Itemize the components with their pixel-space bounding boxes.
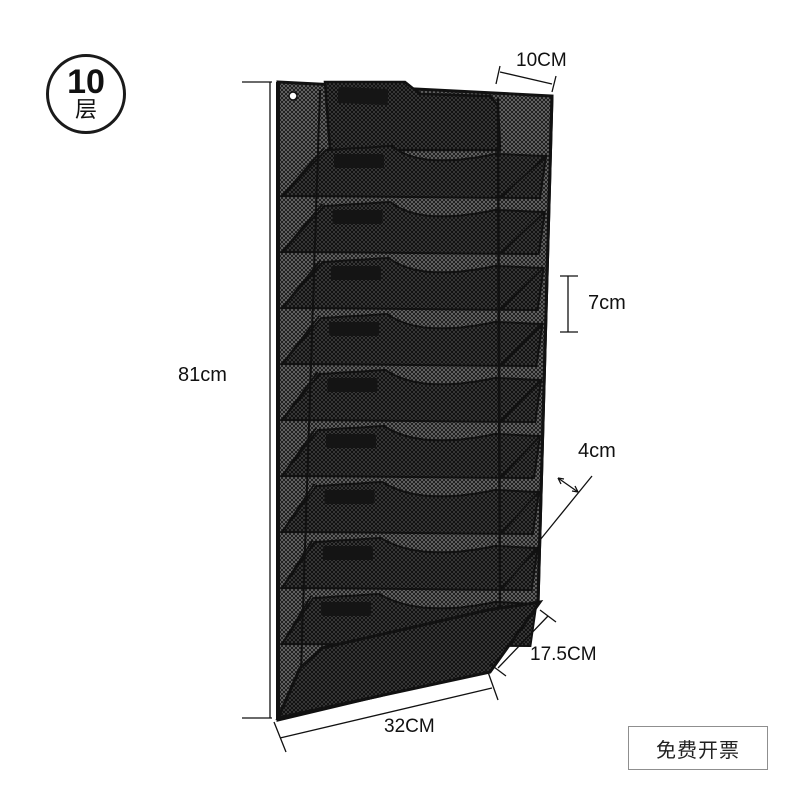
pocket-side-brace-1 bbox=[499, 155, 547, 199]
wire-gap-dimension-label: 4cm bbox=[578, 440, 616, 462]
top-label-slot bbox=[337, 87, 389, 105]
tier-count-unit: 层 bbox=[74, 98, 97, 123]
pocket-side-brace-4 bbox=[499, 323, 544, 367]
pockets-group bbox=[279, 144, 548, 648]
pocket-label-slot-2 bbox=[332, 210, 383, 224]
pocket-side-brace-6 bbox=[499, 435, 541, 479]
bottom-depth-dimension-label: 17.5CM bbox=[530, 644, 597, 665]
pocket-left-brace-8 bbox=[281, 539, 314, 589]
dimension-lines bbox=[242, 65, 593, 753]
tier-count-number: 10 bbox=[67, 63, 105, 101]
shelf-gap-dimension-label: 7cm bbox=[588, 292, 626, 314]
width-dimension-label: 32CM bbox=[384, 716, 435, 737]
diag-rail-left bbox=[299, 89, 321, 701]
front-rail bbox=[496, 97, 502, 641]
top-depth-dimension-label: 10CM bbox=[516, 50, 567, 71]
pocket-side-brace-2 bbox=[499, 211, 546, 255]
pocket-left-brace-9 bbox=[281, 595, 312, 645]
pocket-side-brace-3 bbox=[499, 267, 545, 311]
free-invoice-button[interactable]: 免费开票 bbox=[628, 726, 768, 770]
pocket-label-slot-4 bbox=[329, 322, 380, 336]
pocket-label-slot-5 bbox=[327, 378, 378, 392]
pocket-label-slot-9 bbox=[321, 602, 372, 616]
right-rail bbox=[536, 95, 554, 605]
pocket-left-brace-5 bbox=[281, 371, 319, 421]
bottom-tray bbox=[275, 599, 544, 721]
pocket-side-brace-5 bbox=[499, 379, 542, 423]
pocket-label-slot-3 bbox=[330, 266, 381, 280]
pocket-label-slot-8 bbox=[322, 546, 373, 560]
pocket-left-brace-7 bbox=[281, 483, 316, 533]
tier-count-badge: 10 层 bbox=[46, 54, 126, 134]
pocket-side-brace-8 bbox=[499, 547, 539, 591]
mount-hole-left bbox=[288, 91, 298, 101]
pocket-label-slot-1 bbox=[334, 154, 384, 168]
pocket-left-brace-6 bbox=[281, 427, 317, 477]
pocket-side-brace-7 bbox=[499, 491, 540, 535]
height-dimension-label: 81cm bbox=[178, 364, 227, 386]
pocket-label-slot-6 bbox=[326, 434, 376, 448]
pocket-label-slot-7 bbox=[324, 490, 375, 504]
